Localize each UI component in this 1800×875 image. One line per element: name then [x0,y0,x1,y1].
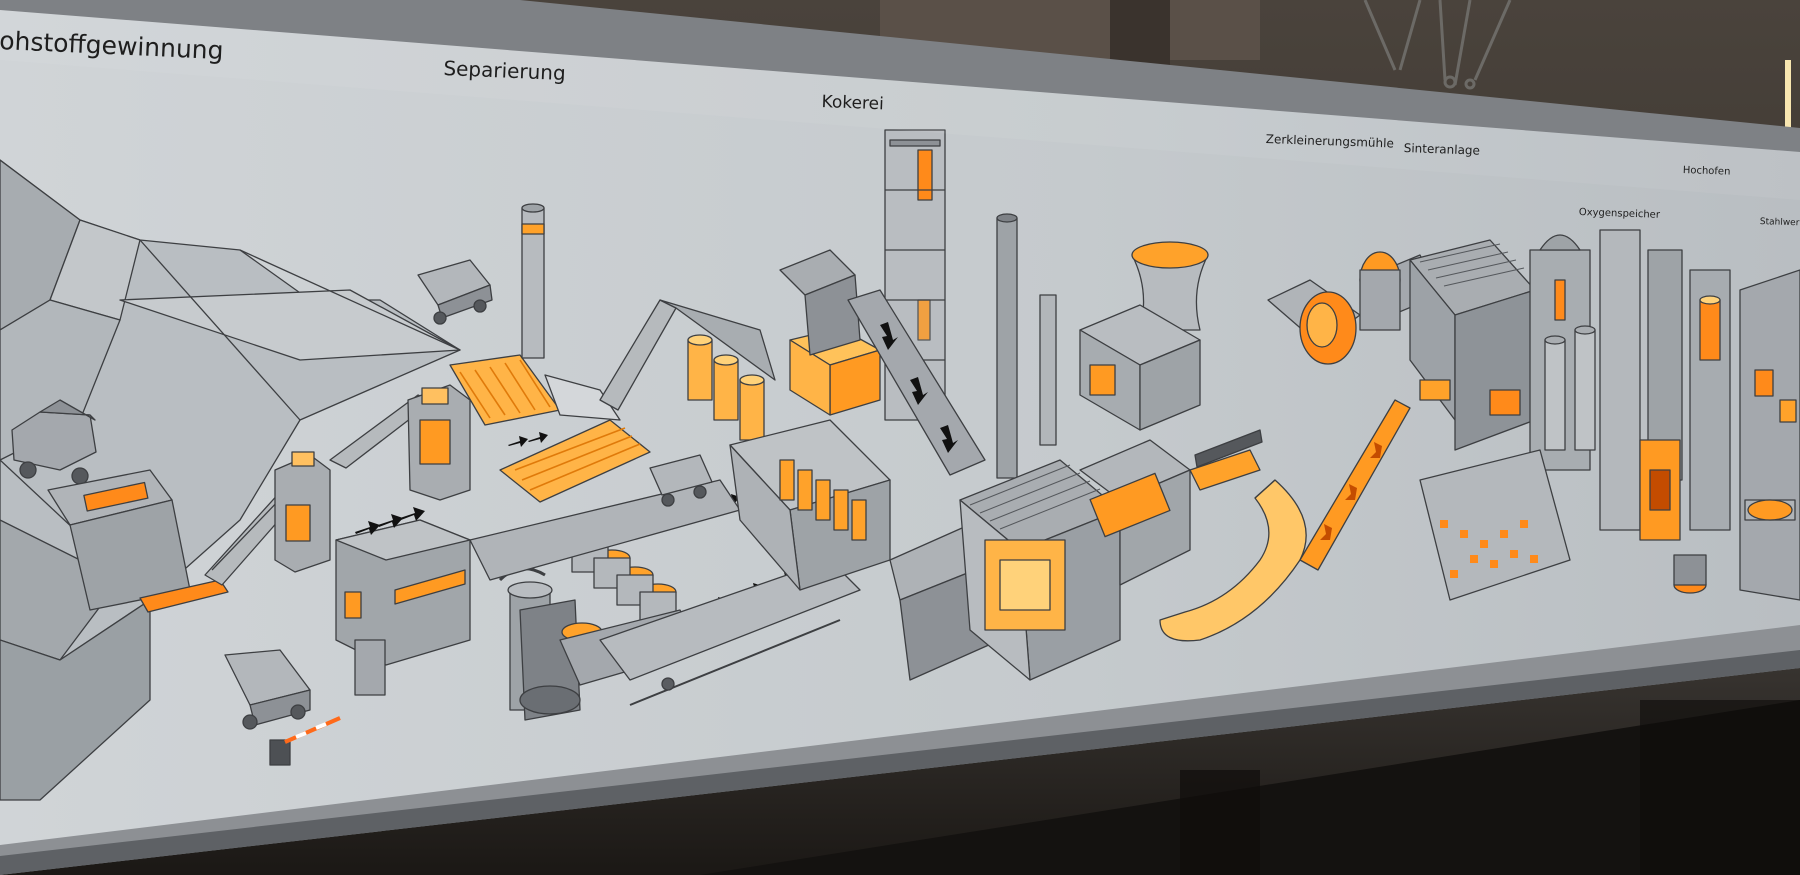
coke-sheds [779,249,861,356]
sieve-belts [449,354,651,503]
dump-truck-top [417,259,493,325]
conveyor-to-silos [599,299,776,411]
dump-truck-bottom [224,649,311,730]
coke-chimney [996,213,1018,479]
processing-building [1079,304,1201,431]
sinter-hall [959,459,1121,681]
stage-label-hochofen: Hochofen [1682,165,1731,178]
coke-conveyor [847,289,986,476]
coke-hopper-glow [789,327,881,416]
stage-label-sinteranlage: Sinteranlage [1403,141,1481,158]
oxygen-tanks [1544,325,1596,451]
curved-conveyor [1159,479,1307,642]
ladle [1673,554,1707,594]
crusher-tower-1 [274,451,331,573]
dump-truck-left [11,399,97,485]
small-chimney [1039,294,1057,446]
coal-silos [687,334,765,441]
stage-label-separierung: Separierung [442,56,567,86]
hanging-chains [1363,0,1512,90]
primary-crusher [47,469,229,613]
cyclone-mill [498,567,581,721]
separator-tower [407,384,471,501]
chimney-left [521,203,545,359]
sinter-dome [1359,251,1401,331]
dump-truck-mid [649,454,713,507]
steel-works [1739,269,1800,601]
duct-building [1079,439,1191,586]
stage-label-stahlwerk: Stahlwerk [1759,217,1800,229]
barrier-gate [269,716,341,766]
separation-building [335,519,471,696]
lower-ore-yard [1419,449,1571,601]
panel-sheen [0,10,1800,200]
steel-production-illustration [0,129,1800,801]
duct [1189,429,1263,491]
stage-label-kokerei: Kokerei [821,92,885,115]
coke-oven-battery [729,419,891,591]
mill-conveyor [1299,399,1411,571]
road [469,479,861,681]
